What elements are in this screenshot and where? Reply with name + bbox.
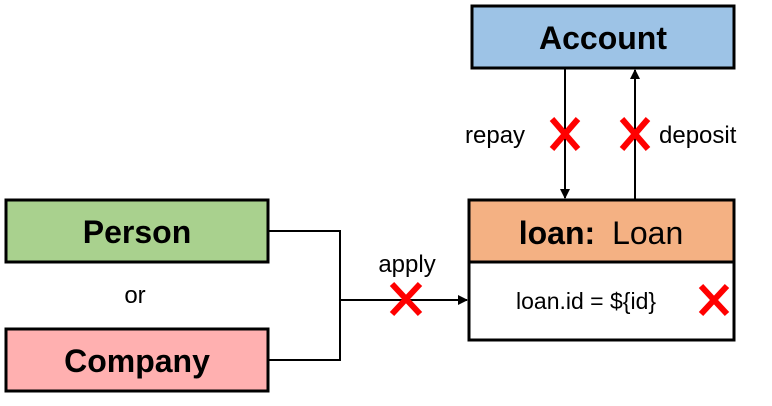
apply-edge[interactable]: apply [268,230,468,361]
account-label: Account [539,20,667,56]
loan-header-text: loan: Loan [519,215,684,251]
loan-id-x-icon [698,283,730,317]
loan-type-name: Loan [612,215,683,251]
apply-x-icon [389,281,423,317]
person-label: Person [83,214,191,250]
company-box [4,327,270,393]
person-node[interactable]: Person [4,198,270,264]
account-node[interactable]: Account [470,4,736,70]
or-label: or [124,282,145,309]
company-label: Company [64,343,210,379]
deposit-x-icon [619,117,651,151]
loan-header-box [467,198,736,264]
loan-node[interactable]: loan: Loan loan.id = ${id} [467,198,736,342]
loan-variable-name: loan: [519,215,595,251]
company-node[interactable]: Company [4,327,270,393]
deposit-edge[interactable]: deposit [630,69,737,200]
loan-id-condition: loan.id = ${id} [516,288,656,314]
repay-edge[interactable]: repay [465,68,570,199]
company-connector [268,300,341,361]
account-box [470,4,736,70]
person-box [4,198,270,264]
person-connector [268,230,341,300]
repay-label: repay [465,122,525,149]
deposit-label: deposit [659,122,737,149]
repay-x-icon [549,117,581,151]
apply-label: apply [378,251,435,278]
